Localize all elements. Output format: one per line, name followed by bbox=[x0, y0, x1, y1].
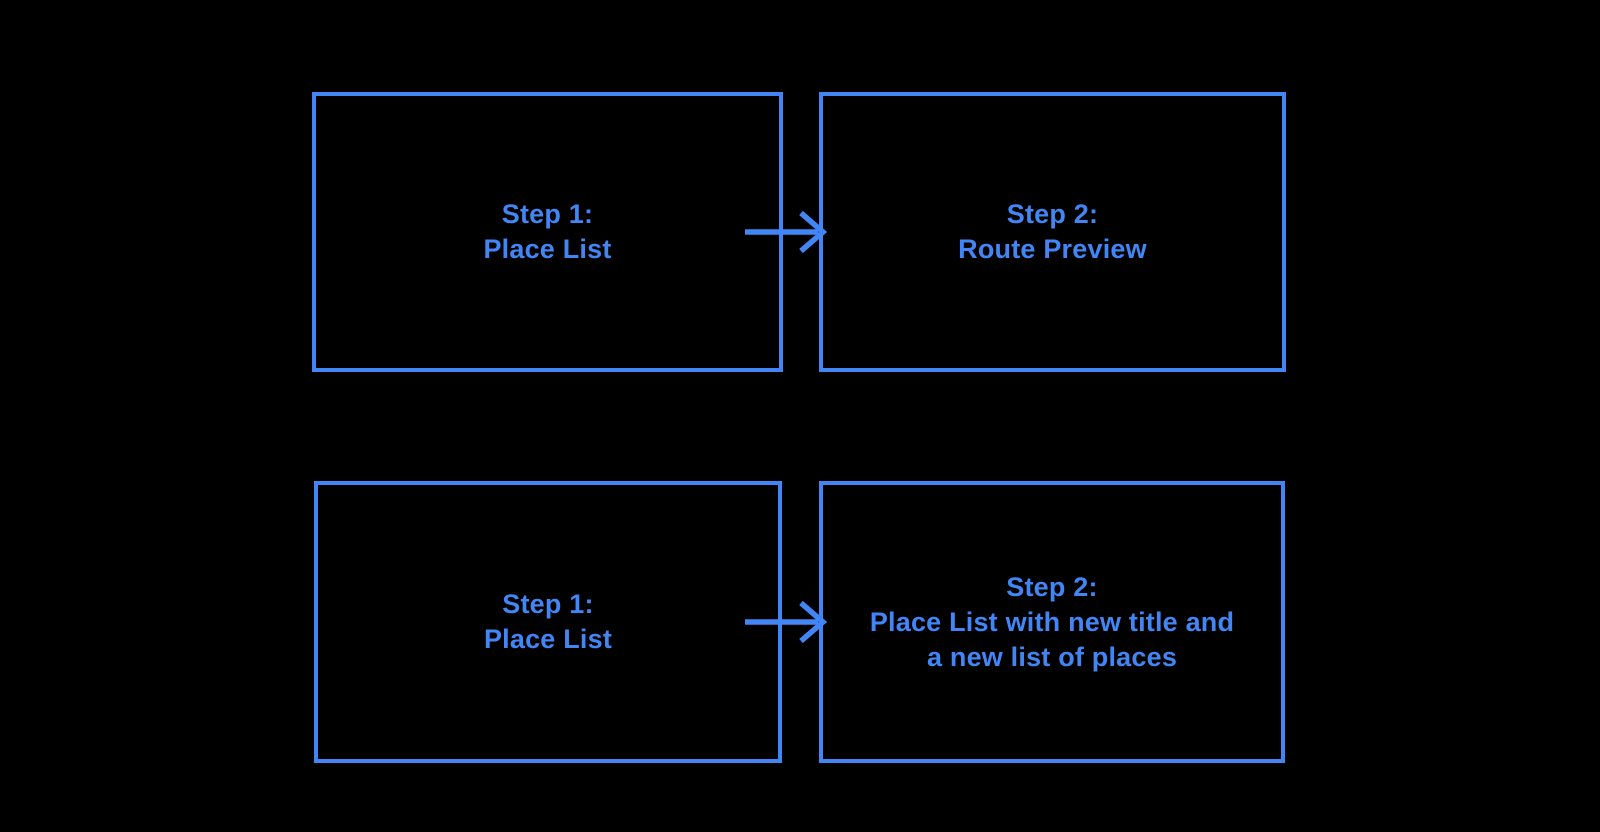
box-label-line: Step 1: bbox=[501, 199, 594, 229]
box-label-line: Place List bbox=[483, 234, 612, 264]
step-box-bottom-left: Step 1: Place List bbox=[314, 481, 782, 763]
box-label-line: a new list of places bbox=[926, 641, 1178, 672]
box-label-line: Step 2: bbox=[1006, 199, 1099, 229]
flow-arrow-icon bbox=[745, 210, 828, 254]
box-label: Step 1: Place List bbox=[484, 587, 612, 657]
box-label-line: Place List with new title and bbox=[869, 606, 1235, 637]
box-label-line: Place List bbox=[483, 624, 613, 654]
box-label-line: Step 1: bbox=[502, 589, 594, 619]
step-box-bottom-right: Step 2: Place List with new title and a … bbox=[819, 481, 1285, 763]
box-label: Step 1: Place List bbox=[483, 197, 611, 267]
step-box-top-right: Step 2: Route Preview bbox=[819, 92, 1286, 372]
box-label: Step 2: Place List with new title and a … bbox=[870, 570, 1234, 675]
box-label-line: Route Preview bbox=[958, 234, 1147, 264]
flow-arrow-icon bbox=[745, 600, 828, 644]
box-label-line: Step 2: bbox=[1006, 571, 1098, 602]
step-box-top-left: Step 1: Place List bbox=[312, 92, 783, 372]
box-label: Step 2: Route Preview bbox=[958, 197, 1147, 267]
